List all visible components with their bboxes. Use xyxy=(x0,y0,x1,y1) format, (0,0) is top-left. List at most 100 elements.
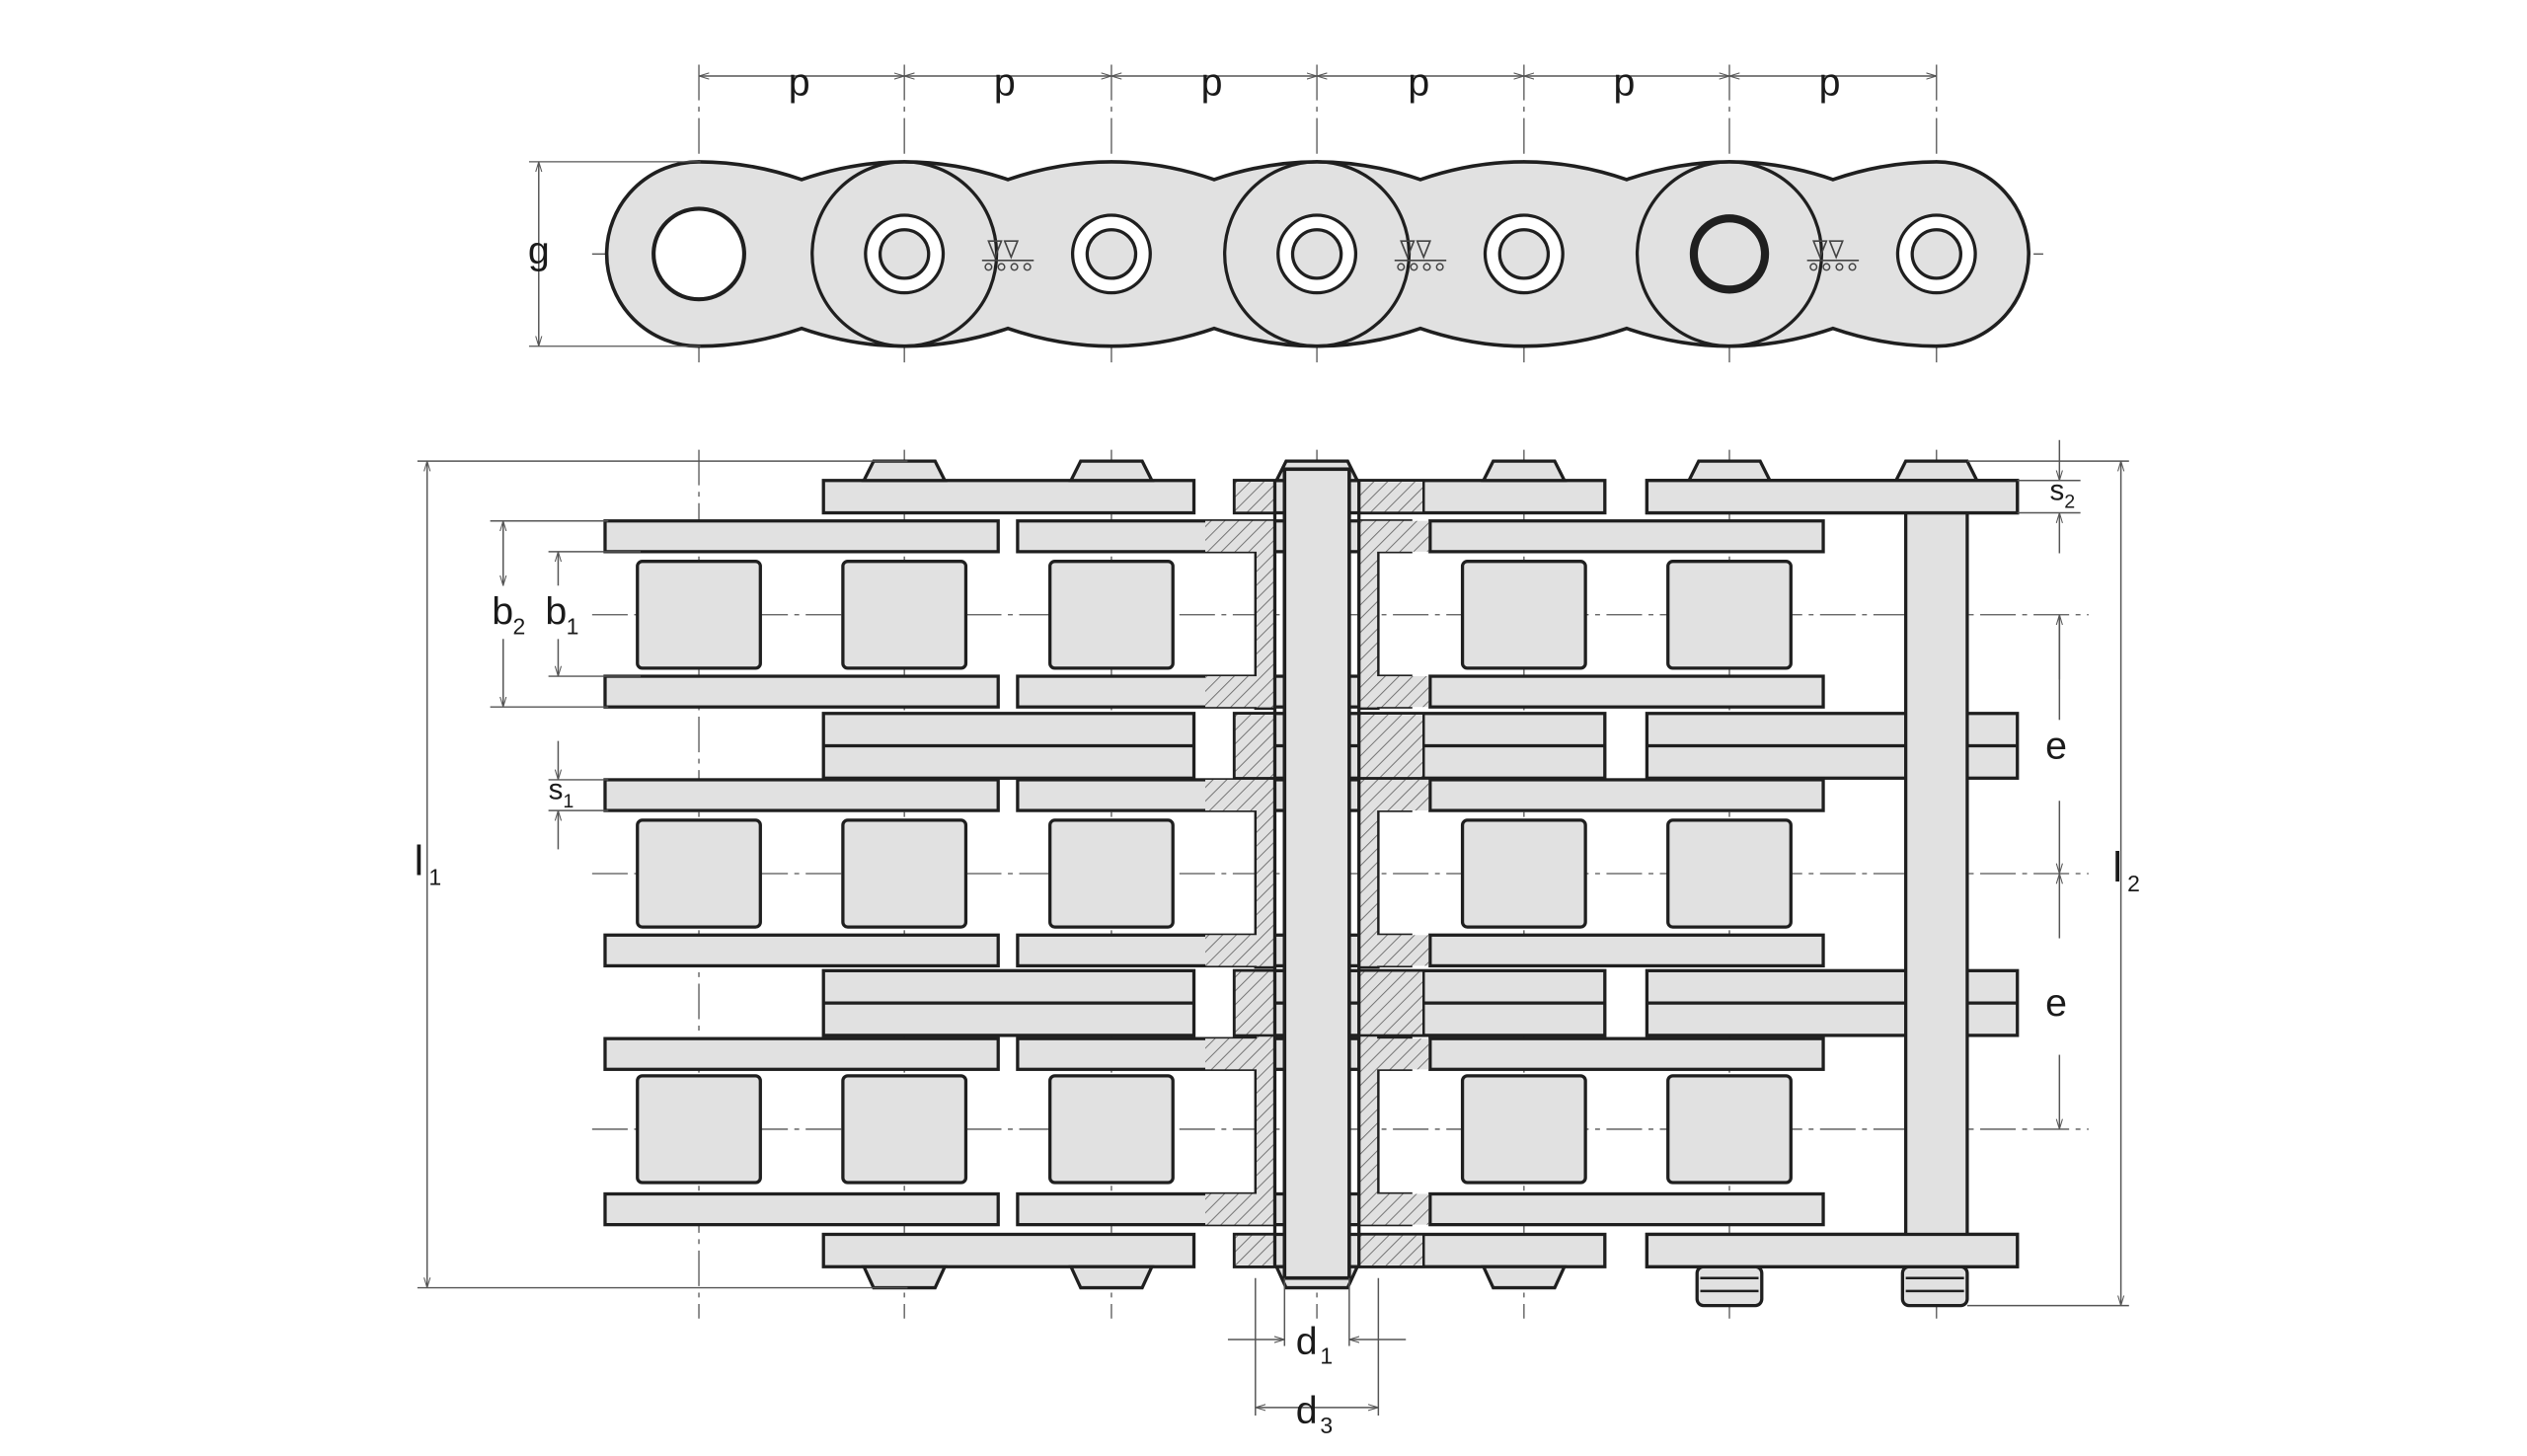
connecting-pin xyxy=(1903,510,1969,1268)
pin-head-top xyxy=(861,459,948,483)
plate-section xyxy=(1205,1193,1275,1225)
logo-dot xyxy=(1809,263,1818,271)
logo-dot xyxy=(1422,263,1431,271)
plate-section xyxy=(1205,935,1275,966)
inner-plate xyxy=(603,674,1000,709)
end-outer-plate xyxy=(1645,1232,2020,1268)
pitch-dimensions xyxy=(528,76,1937,347)
label-b2-sub: 2 xyxy=(513,613,526,639)
logo-dot xyxy=(1435,263,1444,271)
plate-section xyxy=(1358,1193,1429,1225)
label-pitch: p xyxy=(994,61,1016,105)
chain-logo-icon xyxy=(981,240,1034,271)
roller xyxy=(1460,1074,1587,1185)
pin-head-bottom xyxy=(861,1264,948,1290)
pin-end-bottom xyxy=(1695,1264,1764,1308)
rollers xyxy=(636,560,1793,1185)
label-d3-sub: 3 xyxy=(1320,1413,1333,1438)
roller xyxy=(1460,818,1587,929)
logo-dot xyxy=(984,263,993,271)
pin-end xyxy=(1290,228,1343,280)
inner-plate xyxy=(1428,778,1825,812)
plate-section xyxy=(1205,1038,1275,1070)
inner-plate xyxy=(1428,519,1825,554)
pin-head-top xyxy=(1068,459,1155,483)
plate-section xyxy=(1358,935,1429,966)
roller xyxy=(1048,818,1175,929)
label-s2-sub: 2 xyxy=(2064,492,2075,513)
plate-section xyxy=(1233,1233,1276,1268)
inner-plate xyxy=(603,933,1000,968)
pin-end xyxy=(1910,228,1962,280)
label-e: e xyxy=(2045,725,2067,768)
plate-section xyxy=(1357,479,1425,514)
outer-plate xyxy=(821,1232,1196,1268)
label-pitch: p xyxy=(789,61,810,105)
outer-plate xyxy=(821,479,1196,515)
pins xyxy=(861,459,2020,1308)
plate-section xyxy=(1233,969,1276,1037)
plate-section xyxy=(1358,520,1429,552)
label-pitch: p xyxy=(1819,61,1841,105)
plate-section xyxy=(1233,712,1276,780)
pin-hole xyxy=(1689,214,1770,294)
logo-dot xyxy=(1023,263,1032,271)
inner-plate xyxy=(1428,674,1825,709)
label-d3: d xyxy=(1296,1389,1318,1432)
pin-end xyxy=(1085,228,1138,280)
sectioned-pin xyxy=(1205,467,1429,1280)
label-l2: l xyxy=(2112,844,2121,891)
inner-plate xyxy=(603,1036,1000,1071)
logo-mark xyxy=(987,240,1020,260)
chain-logo-icon xyxy=(1394,240,1447,271)
label-s2: s xyxy=(2050,474,2065,506)
label-l2-sub: 2 xyxy=(2127,871,2140,896)
pin-head-top xyxy=(1893,459,1980,483)
logo-mark xyxy=(1400,240,1432,260)
label-plate-height: g xyxy=(528,229,550,272)
roller xyxy=(1048,560,1175,670)
plate-section xyxy=(1357,712,1425,780)
pin-head-top xyxy=(1481,459,1568,483)
roller xyxy=(636,1074,762,1185)
plate-section xyxy=(1358,1038,1429,1070)
label-l1-sub: 1 xyxy=(428,864,441,889)
dimension-lines xyxy=(417,439,2129,1417)
inner-plate xyxy=(1428,1191,1825,1227)
roller xyxy=(1666,560,1793,670)
plate-section xyxy=(1358,676,1429,708)
label-b1-sub: 1 xyxy=(567,613,579,639)
pin-head-bottom xyxy=(1068,1264,1155,1290)
label-pitch: p xyxy=(1408,61,1429,105)
roller xyxy=(1460,560,1587,670)
logo-marks xyxy=(981,240,1860,271)
chain-logo-icon xyxy=(1806,240,1860,271)
label-e: e xyxy=(2045,981,2067,1025)
pin-end-bottom xyxy=(1900,1264,1969,1308)
label-d1-sub: 1 xyxy=(1320,1343,1333,1369)
logo-dot xyxy=(1010,263,1019,271)
pin-head-bottom xyxy=(1481,1264,1568,1290)
inner-plate xyxy=(603,519,1000,554)
end-outer-plate xyxy=(1645,479,2020,515)
pin-end xyxy=(1497,228,1551,280)
label-d1: d xyxy=(1296,1320,1318,1363)
label-l1: l xyxy=(415,838,423,885)
plate-section xyxy=(1358,779,1429,811)
inner-plate xyxy=(1428,1036,1825,1071)
roller xyxy=(841,560,968,670)
roller xyxy=(1048,1074,1175,1185)
center-pin xyxy=(1282,467,1351,1280)
logo-dot xyxy=(1848,263,1857,271)
label-s1: s xyxy=(549,774,564,806)
roller xyxy=(636,818,762,929)
roller xyxy=(1666,818,1793,929)
roller xyxy=(841,1074,968,1185)
plate-section xyxy=(1357,1233,1425,1268)
pin-head-top xyxy=(1686,459,1773,483)
inner-plate xyxy=(603,778,1000,812)
roller xyxy=(841,818,968,929)
logo-dot xyxy=(1835,263,1844,271)
plate-section xyxy=(1205,520,1275,552)
